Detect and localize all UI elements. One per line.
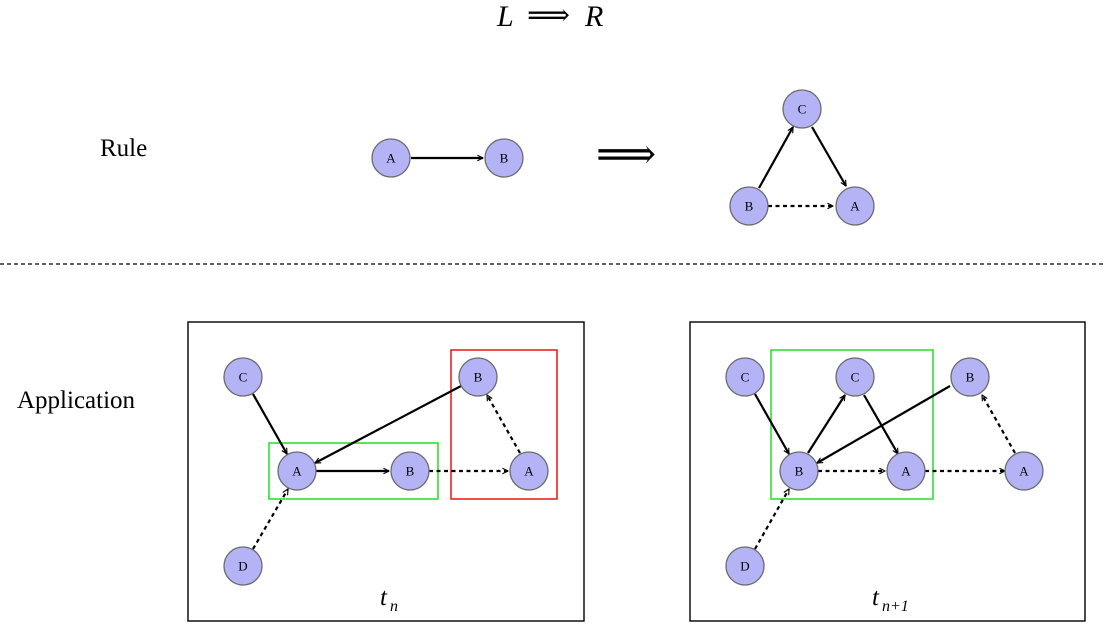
- edge-tn1-B-Cmid: [807, 395, 846, 454]
- node-rule-rhs-C: C: [782, 89, 822, 129]
- node-tn1-Cmid: C: [835, 357, 875, 397]
- edge-tn-A2-Btop-dotted: [486, 395, 521, 454]
- node-tn-B: B: [390, 451, 430, 491]
- edge-tn-C-A: [252, 393, 288, 454]
- match-box-green-tn1: [770, 349, 934, 500]
- svg-text:B: B: [474, 370, 483, 385]
- svg-text:C: C: [798, 102, 807, 117]
- match-box-red-tn: [450, 349, 558, 500]
- svg-text:C: C: [741, 370, 750, 385]
- svg-text:B: B: [745, 199, 754, 214]
- node-tn-A2: A: [509, 451, 549, 491]
- svg-text:B: B: [500, 151, 509, 166]
- svg-text:C: C: [239, 370, 248, 385]
- svg-text:t: t: [380, 584, 388, 611]
- svg-text:B: B: [966, 370, 975, 385]
- node-rule-lhs-B: B: [484, 138, 524, 178]
- implies-symbol: ⟹: [596, 132, 656, 178]
- node-tn1-B: B: [779, 451, 819, 491]
- node-rule-rhs-A: A: [835, 186, 875, 226]
- node-tn1-Btop: B: [950, 357, 990, 397]
- svg-text:A: A: [850, 199, 860, 214]
- svg-text:n+1: n+1: [882, 598, 909, 615]
- title-left: L: [496, 0, 514, 33]
- panel-tn-label: t n: [380, 584, 398, 615]
- title: L ⟹ R: [496, 0, 603, 33]
- node-rule-lhs-A: A: [371, 138, 411, 178]
- svg-text:D: D: [238, 559, 247, 574]
- svg-text:C: C: [851, 370, 860, 385]
- rule-label: Rule: [100, 135, 147, 162]
- svg-text:B: B: [406, 464, 415, 479]
- panel-tn-frame: [187, 321, 585, 622]
- node-tn1-C: C: [725, 357, 765, 397]
- node-tn-A: A: [277, 451, 317, 491]
- svg-text:t: t: [872, 584, 880, 611]
- svg-text:D: D: [740, 559, 749, 574]
- title-right: R: [584, 0, 603, 33]
- node-rule-rhs-B: B: [729, 186, 769, 226]
- svg-text:n: n: [390, 598, 398, 615]
- node-tn-Btop: B: [458, 357, 498, 397]
- svg-text:B: B: [795, 464, 804, 479]
- edge-tn-Btop-A: [315, 385, 462, 464]
- panel-tn1-label: t n+1: [872, 584, 909, 615]
- edge-tn1-A2-Btop-dotted: [981, 395, 1016, 454]
- edge-rule-C-A: [811, 126, 847, 186]
- application-label: Application: [17, 387, 136, 414]
- node-tn-D: D: [223, 546, 263, 586]
- svg-text:A: A: [292, 464, 302, 479]
- edge-tn1-Cmid-A: [863, 394, 899, 454]
- svg-text:A: A: [901, 464, 911, 479]
- node-tn-C: C: [223, 357, 263, 397]
- edge-tn1-D-B-dotted: [754, 489, 790, 550]
- svg-text:A: A: [524, 464, 534, 479]
- node-tn1-A: A: [886, 451, 926, 491]
- title-arrow: ⟹: [527, 0, 570, 32]
- node-tn1-D: D: [725, 546, 765, 586]
- panel-tn1-frame: [689, 321, 1086, 622]
- edge-tn1-Btop-B: [817, 385, 951, 464]
- node-tn1-A2: A: [1004, 451, 1044, 491]
- svg-text:A: A: [1019, 464, 1029, 479]
- edge-rule-B-C: [758, 127, 794, 189]
- edge-tn-D-A-dotted: [252, 489, 289, 550]
- svg-text:A: A: [386, 151, 396, 166]
- edge-tn1-C-B: [754, 393, 790, 454]
